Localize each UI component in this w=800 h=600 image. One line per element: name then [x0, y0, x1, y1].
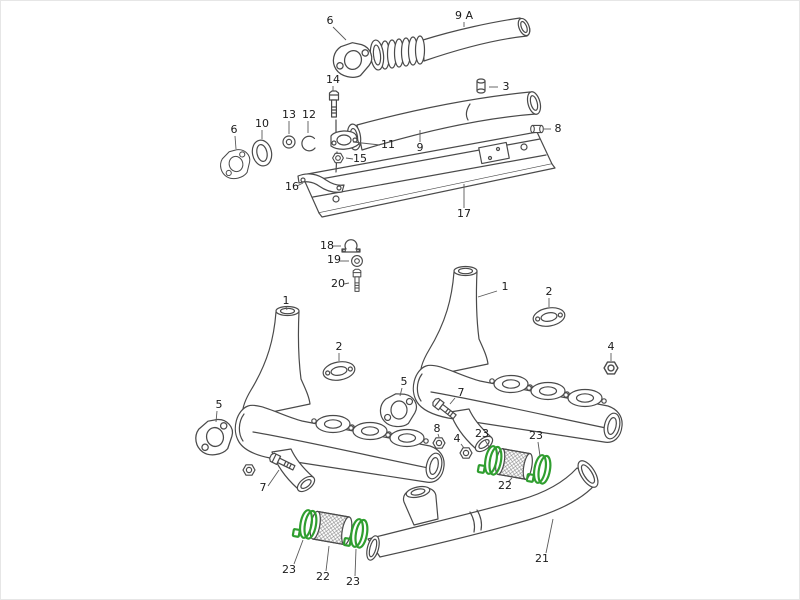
part-number-label: 5: [216, 398, 223, 411]
part-number-label: 13: [282, 108, 296, 121]
part-number-label: 7: [458, 386, 465, 399]
nut-15: [332, 152, 344, 164]
callout-leader-line: [234, 135, 237, 150]
part-number-label: 1: [283, 294, 290, 307]
sealing-ring-10: [251, 139, 273, 167]
callout-leader-line: [354, 548, 357, 577]
part-number-label: 1: [502, 280, 509, 293]
flange-5-left: [192, 416, 237, 459]
part-number-label: 19: [327, 253, 341, 266]
callout-leader-line: [332, 26, 347, 41]
bolt-14: [328, 90, 340, 118]
part-number-label: 18: [320, 239, 334, 252]
part-number-label: 22: [316, 570, 330, 583]
nut-4-mid: [459, 447, 473, 459]
callout-leader-line: [537, 441, 541, 457]
part-number-label: 6: [327, 14, 334, 27]
flange-5-mid: [379, 392, 418, 429]
flange-gasket-6-left: [216, 146, 255, 183]
nut-4-right: [603, 361, 619, 375]
bolt-20: [352, 268, 362, 292]
part-number-label: 5: [401, 375, 408, 388]
part-number-label: 2: [546, 285, 553, 298]
nut-lower-left: [242, 464, 256, 476]
callout-leader-line: [352, 141, 381, 146]
part-number-label: 9 A: [455, 9, 473, 22]
part-number-label: 15: [353, 152, 367, 165]
callout-leader-line: [296, 182, 304, 187]
spacer-8-top: [530, 124, 544, 134]
washer-19: [351, 255, 363, 267]
callout-leader-line: [343, 282, 350, 285]
washer-13: [282, 135, 296, 149]
callout-leader-line: [484, 439, 490, 448]
clamp-11: [330, 130, 360, 150]
heat-exchanger-1-right: [412, 265, 623, 456]
part-number-label: 22: [498, 479, 512, 492]
bushing-3: [476, 78, 486, 94]
part-number-label: 3: [503, 80, 510, 93]
part-number-label: 14: [326, 73, 340, 86]
part-number-label: 16: [285, 180, 299, 193]
part-number-label: 11: [381, 138, 395, 151]
sleeve-22-upper: [495, 448, 533, 480]
callout-leader-line: [215, 410, 218, 423]
callout-leader-line: [285, 306, 288, 311]
part-number-label: 23: [475, 427, 489, 440]
exhaust-pipe-21: [366, 460, 599, 561]
part-number-label: 4: [454, 432, 461, 445]
part-number-label: 20: [331, 277, 345, 290]
callout-leader-line: [293, 539, 304, 565]
callout-leader-line: [477, 290, 498, 298]
callout-leader-line: [460, 443, 465, 449]
part-number-label: 23: [282, 563, 296, 576]
bracket-16: [297, 173, 345, 193]
part-number-label: 12: [302, 108, 316, 121]
part-number-label: 8: [434, 422, 441, 435]
part-number-label: 8: [555, 122, 562, 135]
callout-leader-line: [437, 433, 440, 438]
part-number-label: 23: [346, 575, 360, 588]
part-number-label: 17: [457, 207, 471, 220]
callout-leader-line: [545, 518, 554, 554]
part-number-label: 7: [260, 481, 267, 494]
part-number-label: 10: [255, 117, 269, 130]
heat-shield-17: [301, 131, 556, 218]
part-number-label: 6: [231, 123, 238, 136]
callout-leader-line: [449, 397, 456, 405]
part-number-label: 2: [336, 340, 343, 353]
gasket-2-left: [321, 358, 357, 384]
part-number-label: 9: [417, 141, 424, 154]
part-number-label: 4: [608, 340, 615, 353]
clamp-18: [341, 239, 361, 253]
callout-leader-line: [507, 477, 513, 483]
callout-leader-line: [399, 387, 403, 397]
flex-pipe-9a: [369, 17, 531, 71]
gasket-2-right: [531, 304, 567, 330]
nut-8-mid: [432, 437, 446, 449]
part-number-label: 21: [535, 552, 549, 565]
callout-leader-line: [267, 469, 280, 487]
callout-leader-line: [325, 545, 330, 572]
callout-leader-line: [345, 157, 354, 160]
part-number-label: 23: [529, 429, 543, 442]
snap-ring-12: [301, 135, 316, 152]
